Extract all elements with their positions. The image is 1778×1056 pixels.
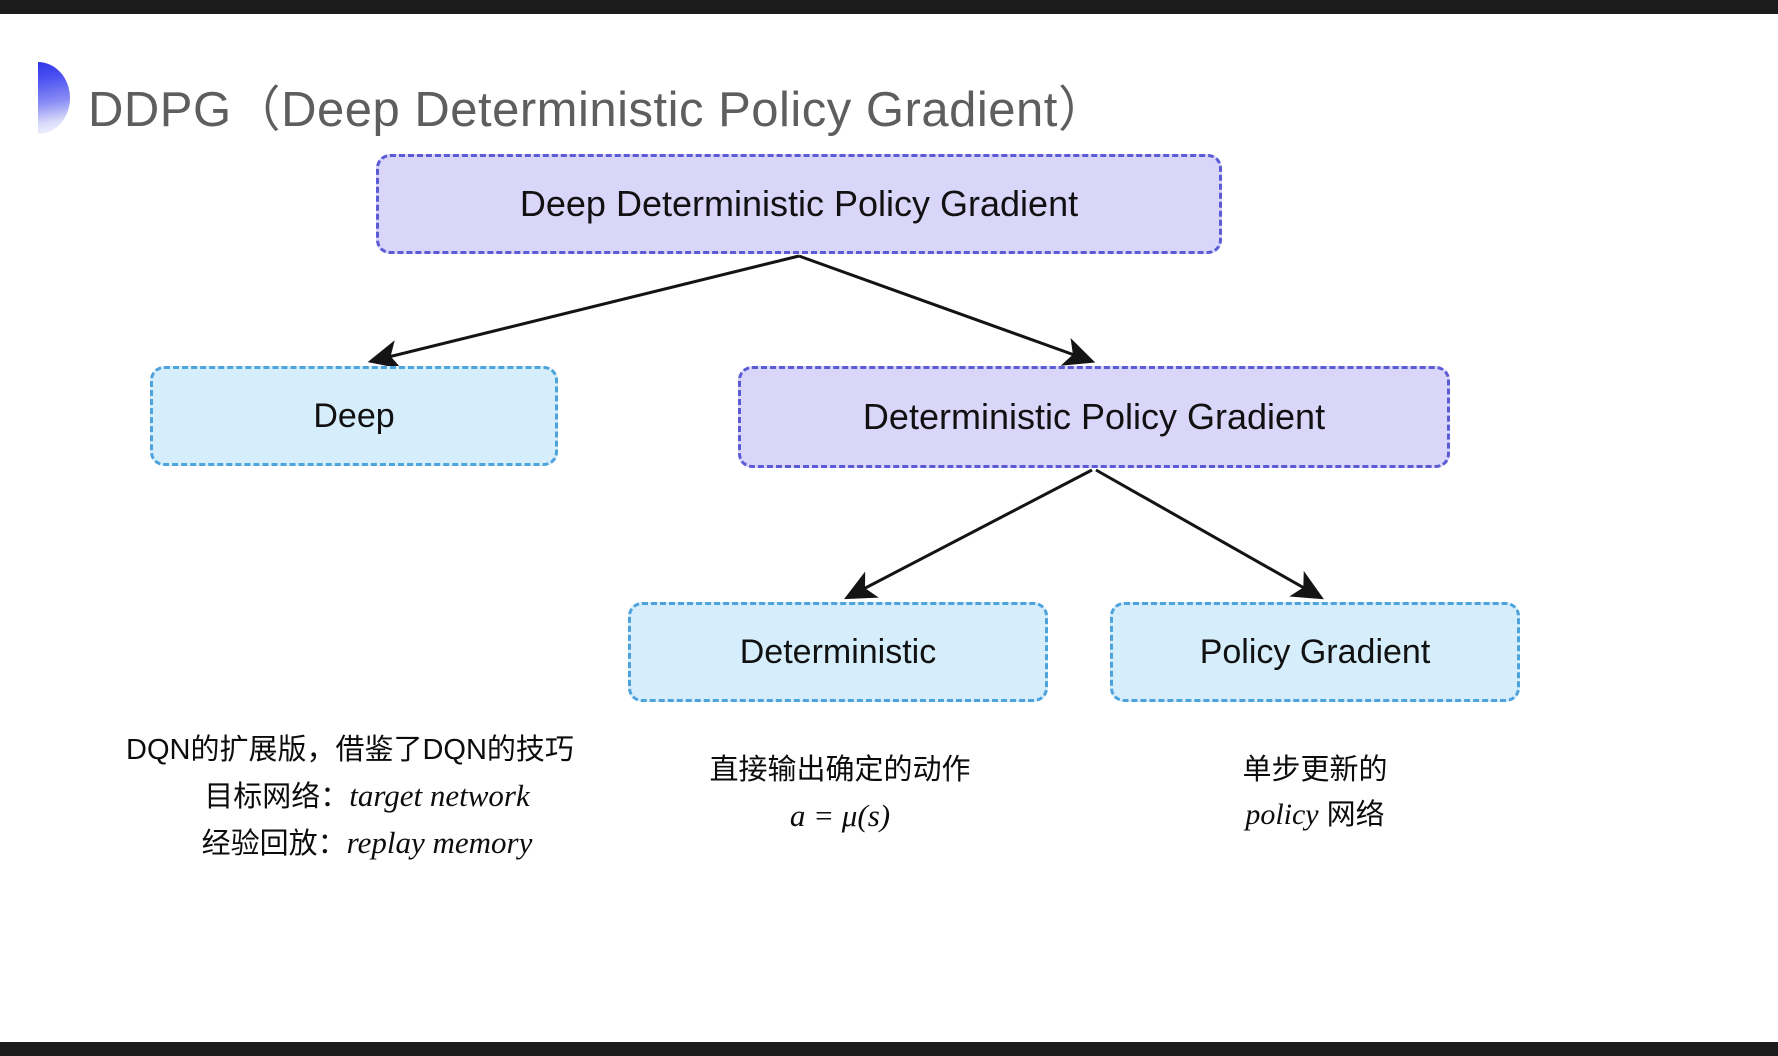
- node-deterministic-policy-gradient[interactable]: Deterministic Policy Gradient: [738, 366, 1450, 468]
- page-title: DDPG（Deep Deterministic Policy Gradient）: [88, 83, 1108, 137]
- node-label: Deterministic Policy Gradient: [862, 396, 1326, 438]
- node-deep-deterministic-policy-gradient[interactable]: Deep Deterministic Policy Gradient: [376, 154, 1222, 254]
- annotation-deep-line1: DQN的扩展版，借鉴了DQN的技巧: [126, 734, 574, 766]
- annotation-deterministic-line1: 直接输出确定的动作: [709, 754, 971, 786]
- node-label: Deterministic: [739, 632, 937, 671]
- annotation-deterministic: 直接输出确定的动作 a = μ(s): [650, 748, 1030, 839]
- annotation-deep-line2: 目标网络：target network: [90, 772, 610, 819]
- annotation-deep-line2-term: target network: [349, 778, 530, 814]
- node-label: Deep Deterministic Policy Gradient: [519, 183, 1079, 225]
- annotation-deterministic-formula: a = μ(s): [789, 798, 891, 834]
- node-deep[interactable]: Deep: [150, 366, 558, 466]
- edge-dpg-to-deterministic: [844, 468, 1093, 600]
- annotation-policy-gradient: 单步更新的 policy 网络: [1140, 748, 1490, 838]
- annotation-policy-gradient-term: policy: [1245, 798, 1319, 832]
- half-circle-gradient-bullet-icon: [38, 62, 70, 134]
- annotation-deep-line3: 经验回放：replay memory: [90, 819, 610, 866]
- annotation-deep: DQN的扩展版，借鉴了DQN的技巧 目标网络：target network 经验…: [90, 728, 610, 866]
- bottom-letterbox-band: [0, 1042, 1778, 1056]
- annotation-deep-line2-label: 目标网络：: [204, 781, 350, 814]
- edge-root-to-dpg: [798, 254, 1096, 366]
- node-deterministic[interactable]: Deterministic: [628, 602, 1048, 702]
- edge-root-to-deep: [367, 254, 800, 369]
- edge-dpg-to-policy-gradient: [1095, 468, 1324, 600]
- annotation-deep-line3-label: 经验回放：: [201, 828, 347, 861]
- node-label: Policy Gradient: [1199, 632, 1431, 671]
- annotation-policy-gradient-line1: 单步更新的: [1242, 754, 1388, 786]
- annotation-deep-line3-term: replay memory: [346, 825, 533, 861]
- node-label: Deep: [313, 396, 395, 435]
- annotation-policy-gradient-line2: policy 网络: [1140, 792, 1490, 838]
- top-letterbox-band: [0, 0, 1778, 14]
- annotation-policy-gradient-suffix: 网络: [1318, 799, 1385, 832]
- node-policy-gradient[interactable]: Policy Gradient: [1110, 602, 1520, 702]
